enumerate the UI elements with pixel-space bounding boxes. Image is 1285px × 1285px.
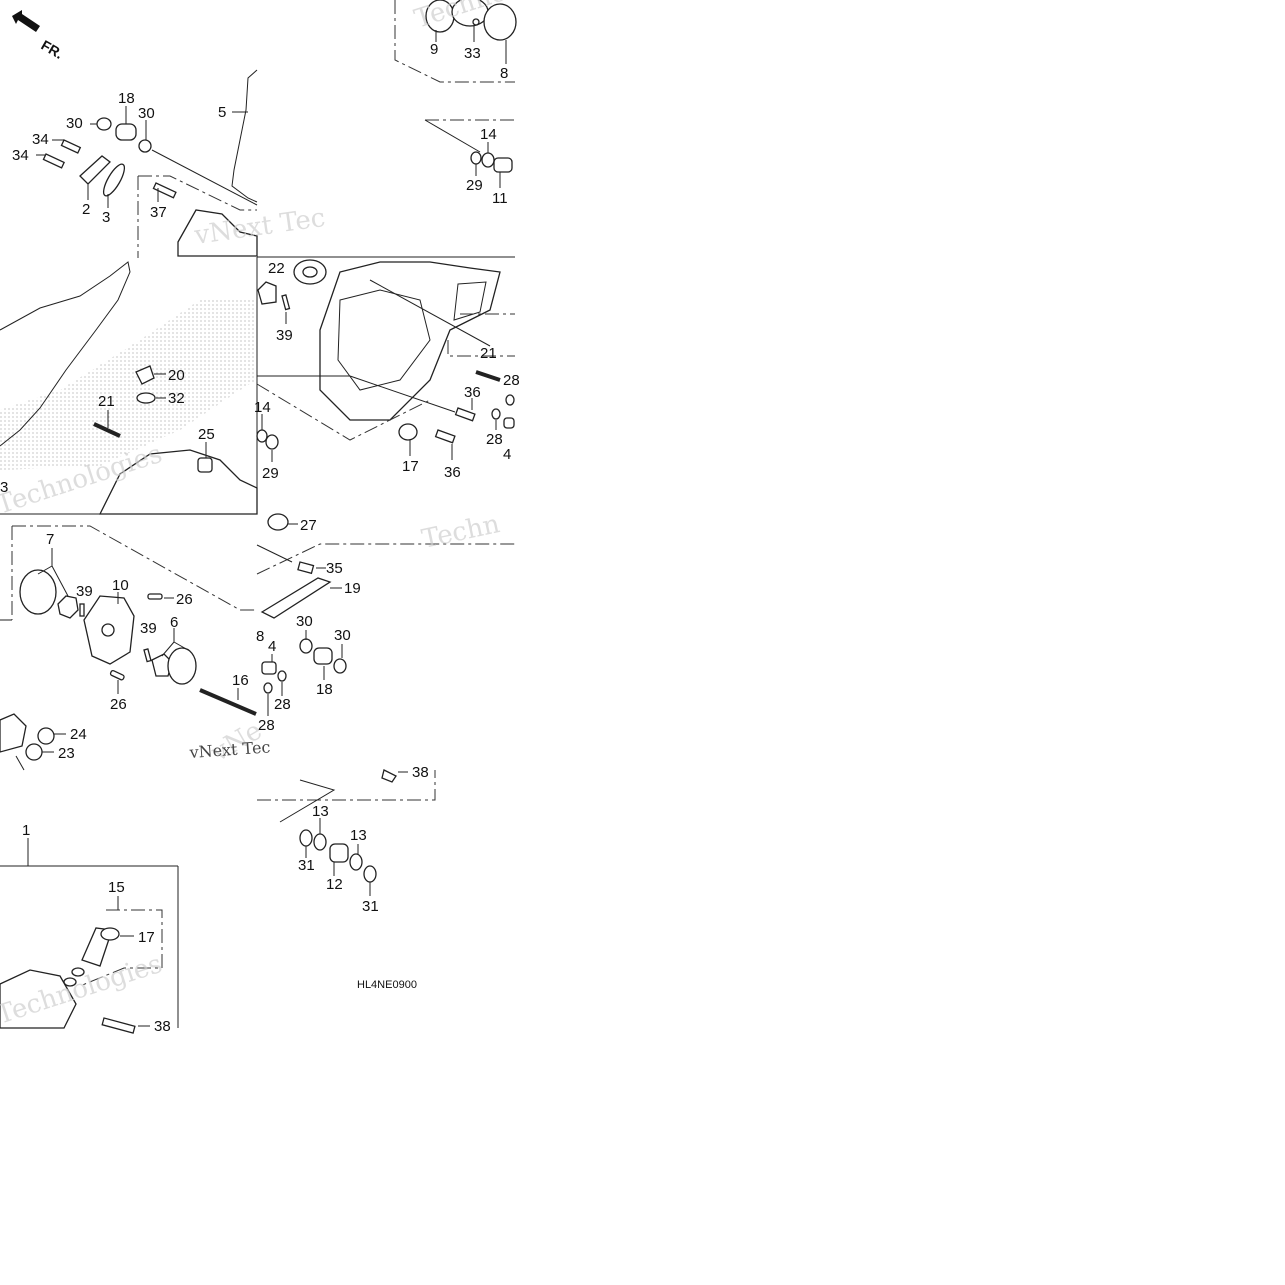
callout-36: 36 xyxy=(444,464,461,481)
callout-29: 29 xyxy=(262,465,279,482)
callout-8: 8 xyxy=(500,65,508,82)
callout-34: 34 xyxy=(12,147,29,164)
watermarks: vNext Tec Techno Technologies vNe Techn … xyxy=(0,0,510,1031)
oil-pump-cluster xyxy=(0,525,257,771)
callout-36: 36 xyxy=(464,384,481,401)
callout-16: 16 xyxy=(232,672,249,689)
callout-17: 17 xyxy=(402,458,419,475)
callout-31: 31 xyxy=(362,898,379,915)
callout-14: 14 xyxy=(254,399,271,416)
callout-27: 27 xyxy=(300,517,317,534)
callout-23: 23 xyxy=(58,745,75,762)
callout-39: 39 xyxy=(276,327,293,344)
callout-3: 3 xyxy=(0,479,8,496)
callout-8: 8 xyxy=(256,628,264,645)
callout-33: 33 xyxy=(464,45,481,62)
callout-37: 37 xyxy=(150,204,167,221)
callout-30: 30 xyxy=(66,115,83,132)
callout-34: 34 xyxy=(32,131,49,148)
bottom-right-cluster xyxy=(257,769,436,896)
callout-39: 39 xyxy=(76,583,93,600)
callout-3: 3 xyxy=(102,209,110,226)
callout-13: 13 xyxy=(350,827,367,844)
callout-5: 5 xyxy=(218,104,226,121)
callout-32: 32 xyxy=(168,390,185,407)
callout-28: 28 xyxy=(486,431,503,448)
callout-4: 4 xyxy=(503,446,511,463)
front-marker-label: FR. xyxy=(39,37,67,62)
callout-21: 21 xyxy=(98,393,115,410)
callout-12: 12 xyxy=(326,876,343,893)
front-arrow-icon: FR. xyxy=(12,10,66,62)
top-right-panel xyxy=(394,0,517,188)
callout-labels: 9 33 8 18 30 30 5 34 34 2 3 37 14 29 11 … xyxy=(0,41,520,1035)
callout-30: 30 xyxy=(138,105,155,122)
callout-15: 15 xyxy=(108,879,125,896)
callout-31: 31 xyxy=(298,857,315,874)
right-middle-cluster xyxy=(256,513,515,716)
callout-19: 19 xyxy=(344,580,361,597)
upper-left-cluster xyxy=(36,69,258,258)
left-cover-cluster xyxy=(0,261,258,515)
callout-22: 22 xyxy=(268,260,285,277)
callout-30: 30 xyxy=(334,627,351,644)
callout-17: 17 xyxy=(138,929,155,946)
diagram-code: HL4NE0900 xyxy=(357,979,417,991)
callout-10: 10 xyxy=(112,577,129,594)
callout-26: 26 xyxy=(110,696,127,713)
callout-21: 21 xyxy=(480,345,497,362)
callout-14: 14 xyxy=(480,126,497,143)
callout-39: 39 xyxy=(140,620,157,637)
callout-38: 38 xyxy=(154,1018,171,1035)
callout-18: 18 xyxy=(118,90,135,107)
callout-7: 7 xyxy=(46,531,54,548)
callout-13: 13 xyxy=(312,803,329,820)
callout-25: 25 xyxy=(198,426,215,443)
callout-26: 26 xyxy=(176,591,193,608)
callout-35: 35 xyxy=(326,560,343,577)
watermark-text: vNext Tec xyxy=(188,737,271,762)
callout-9: 9 xyxy=(430,41,438,58)
callout-1: 1 xyxy=(22,822,30,839)
callout-20: 20 xyxy=(168,367,185,384)
callout-28: 28 xyxy=(503,372,520,389)
callout-28: 28 xyxy=(258,717,275,734)
callout-18: 18 xyxy=(316,681,333,698)
callout-28: 28 xyxy=(274,696,291,713)
watermark-text: Techn xyxy=(419,509,503,555)
callout-11: 11 xyxy=(492,190,508,207)
bottom-left-assembly xyxy=(0,838,179,1034)
callout-4: 4 xyxy=(268,638,276,655)
callout-24: 24 xyxy=(70,726,87,743)
callout-2: 2 xyxy=(82,201,90,218)
watermark-text: vNext Tec xyxy=(192,203,327,251)
callout-30: 30 xyxy=(296,613,313,630)
callout-38: 38 xyxy=(412,764,429,781)
callout-6: 6 xyxy=(170,614,178,631)
callout-29: 29 xyxy=(466,177,483,194)
crankcase-cluster xyxy=(256,256,515,514)
